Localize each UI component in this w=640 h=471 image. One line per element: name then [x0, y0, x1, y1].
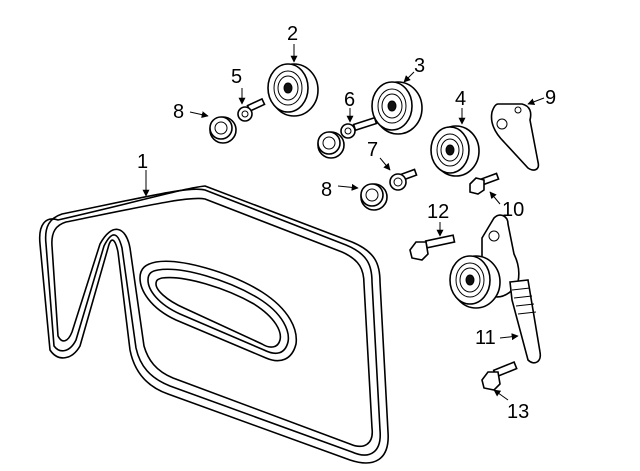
leader-7	[379, 157, 391, 171]
serpentine-belt	[38, 185, 389, 464]
leader-10	[489, 191, 501, 205]
callout-5: 5	[231, 66, 242, 88]
leader-11	[499, 333, 519, 341]
callout-9: 9	[545, 87, 556, 109]
callout-4: 4	[455, 88, 466, 110]
callout-13: 13	[507, 401, 529, 423]
leader-lines	[142, 44, 545, 401]
callout-3: 3	[414, 55, 425, 77]
mounting-bracket-9	[490, 103, 540, 171]
callout-12: 12	[427, 201, 449, 223]
callout-8-upper: 8	[173, 101, 184, 123]
dust-cap-upper	[209, 116, 237, 144]
dust-cap-middle	[317, 131, 345, 159]
bolt-13	[481, 361, 518, 391]
bolt-10	[469, 172, 500, 195]
dust-cap-lower	[360, 183, 388, 211]
bolt-7	[389, 168, 418, 191]
leader-8-lower	[337, 183, 359, 191]
callout-10: 10	[502, 199, 524, 221]
callout-1: 1	[137, 151, 148, 173]
callout-labels: 1 2 3 4 5 6 7 8 8 9 10 11 12 13	[137, 23, 556, 423]
callout-8-lower: 8	[321, 179, 332, 201]
leader-3	[403, 71, 415, 83]
leader-13	[493, 389, 509, 401]
leader-8-upper	[189, 111, 209, 119]
belt-tensioner-11	[449, 214, 542, 364]
callout-7: 7	[367, 139, 378, 161]
bolt-6	[340, 116, 378, 139]
callout-11: 11	[475, 327, 496, 349]
idler-pulley-3	[371, 81, 423, 135]
idler-pulley-2	[267, 63, 319, 117]
bolt-12	[409, 234, 456, 261]
callout-6: 6	[344, 89, 355, 111]
idler-pulley-4	[430, 125, 480, 177]
callout-2: 2	[287, 23, 298, 45]
bolt-5	[237, 97, 266, 122]
leader-9	[527, 97, 545, 106]
